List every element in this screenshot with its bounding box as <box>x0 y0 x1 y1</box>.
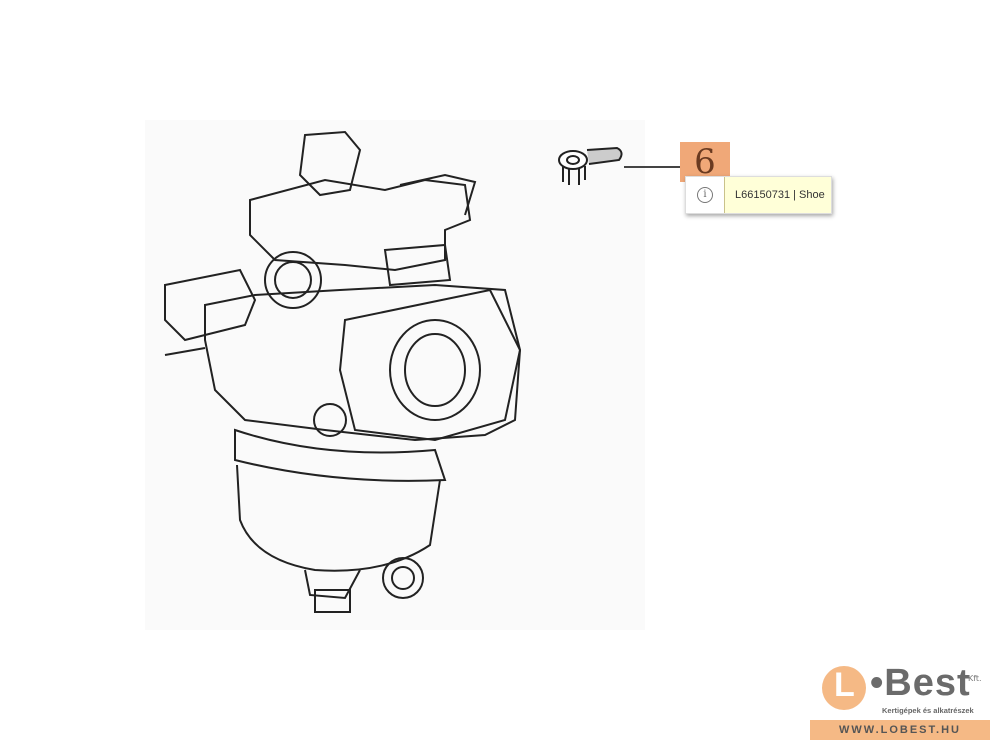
logo-circle <box>822 666 866 710</box>
info-icon: i <box>686 177 725 213</box>
leader-line <box>624 166 682 168</box>
tooltip-text: L66150731 | Shoe <box>725 177 831 213</box>
logo-tagline: Kertigépek és alkatrészek <box>882 706 974 715</box>
lobest-logo[interactable]: L •Best Kft. Kertigépek és alkatrészek W… <box>810 660 990 745</box>
part-callout-6[interactable]: 6 <box>680 142 730 182</box>
carburetor-drawing <box>145 120 645 630</box>
logo-url[interactable]: WWW.LOBEST.HU <box>810 720 990 740</box>
shoe-part-drawing <box>558 146 623 185</box>
part-tooltip: i L66150731 | Shoe <box>685 176 832 214</box>
logo-name: •Best <box>870 662 971 704</box>
logo-kft: Kft. <box>968 674 982 683</box>
logo-letter: L <box>834 666 855 704</box>
